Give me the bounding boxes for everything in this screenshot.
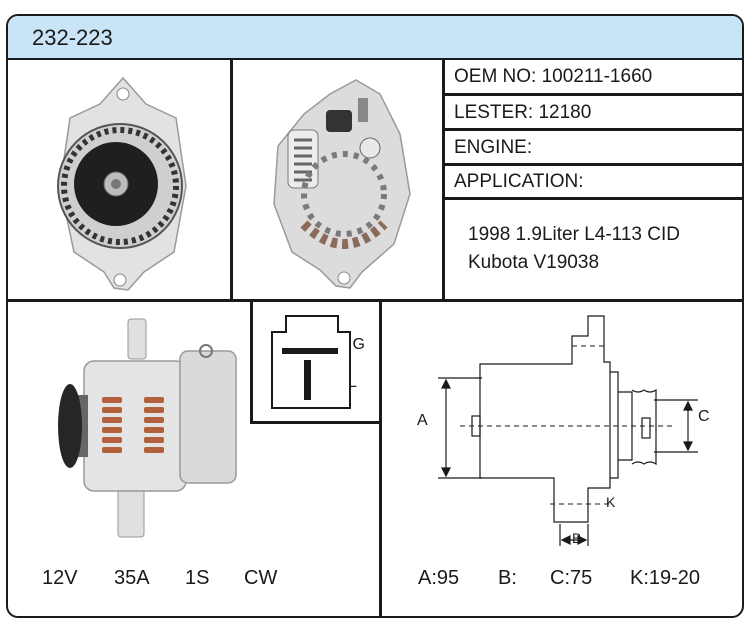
col-divider-2 [442,60,445,299]
engine-label: ENGINE: [454,137,533,158]
alternator-side-photo [58,318,237,538]
alternator-rear-photo [273,79,411,289]
spec-amperage: 35A [114,567,150,589]
dimension-diagram [438,315,698,546]
dimension-c-label: C [698,408,710,425]
application-line-1: 1998 1.9Liter L4-113 CID [468,224,680,245]
application-label: APPLICATION: [454,171,584,192]
spec-rotation: CW [244,567,278,589]
card-header: 232-223 [8,16,742,60]
dimension-k-value: K:19-20 [630,567,701,589]
col-divider-1 [230,60,233,299]
lester-number: LESTER: 12180 [454,102,592,123]
application-line-2: Kubota V19038 [468,252,600,273]
dimension-b-value: B: [498,567,517,589]
dimension-a-value: A:95 [418,567,460,589]
dimension-b-label: B [572,530,582,546]
dimension-k-label: K [606,494,616,510]
connector-ig-label: IG [348,336,365,353]
connector-box-left [250,299,253,423]
connector-diagram [271,315,351,409]
alternator-front-photo [57,76,187,291]
dimension-c-value: C:75 [550,567,593,589]
spec-voltage: 12V [42,567,78,589]
info-divider-1 [442,93,742,96]
oem-number: OEM NO: 100211-1660 [454,66,653,87]
row-divider [8,299,742,302]
part-number: 232-223 [32,25,113,50]
product-card: 232-223 OEM NO: 100211-1660 LESTER: 1218… [6,14,744,618]
info-divider-4 [442,197,742,200]
info-divider-3 [442,163,742,166]
dimension-a-label: A [417,412,428,429]
connector-box-bottom [250,421,381,424]
spec-mount: 1S [185,567,210,589]
connector-l-label: L [348,374,357,391]
col-divider-3 [379,299,382,616]
info-divider-2 [442,128,742,131]
